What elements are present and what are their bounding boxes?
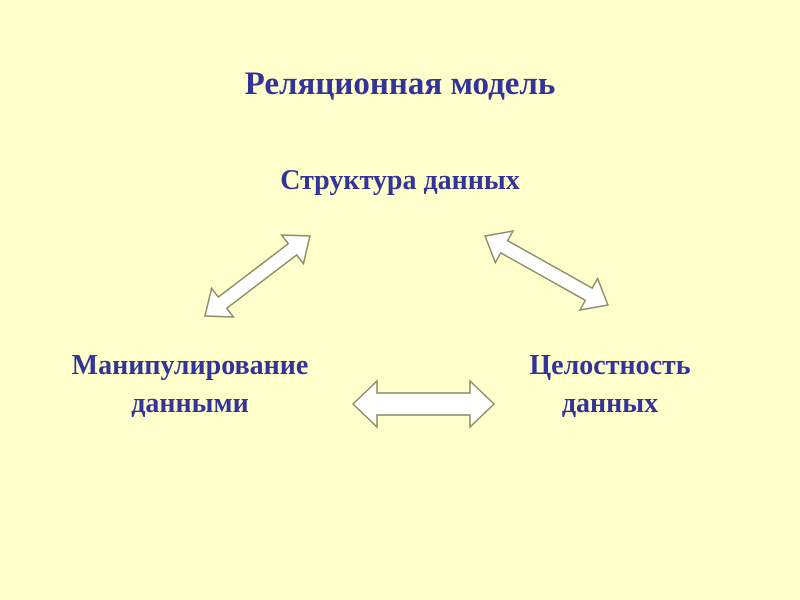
node-data-manipulation-line2: данными <box>131 388 249 419</box>
arrow-manipulation-integrity <box>351 379 496 429</box>
slide-title: Реляционная модель <box>244 66 556 102</box>
arrow-structure-manipulation <box>204 234 311 318</box>
node-data-structure-label: Структура данных <box>280 165 520 196</box>
node-data-manipulation-line1: Манипулирование <box>71 350 309 381</box>
arrow-structure-integrity <box>483 230 609 311</box>
node-data-integrity: Целостность данных <box>460 347 760 423</box>
node-data-integrity-line2: данных <box>561 388 659 419</box>
node-data-integrity-line1: Целостность <box>529 350 691 381</box>
node-data-structure: Структура данных <box>0 164 800 198</box>
node-data-manipulation: Манипулирование данными <box>30 347 350 423</box>
